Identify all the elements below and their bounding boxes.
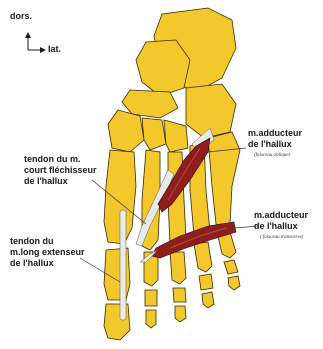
toe3-distal-phalanx xyxy=(175,306,186,322)
talus-bone xyxy=(136,40,190,96)
ehl-tendon xyxy=(120,210,126,320)
lateral-cuneiform-bone xyxy=(164,120,188,152)
orientation-axes-icon xyxy=(25,32,46,53)
adductor-transverse-sublabel: ( faisceau transverse) xyxy=(260,235,303,241)
fhb-tendon-label: tendon du m. court fléchisseur de l'hall… xyxy=(24,154,124,187)
medial-cuneiform-bone xyxy=(108,110,144,152)
adductor-oblique-label: m.adducteur de l'hallux xyxy=(248,128,320,150)
cuboid-bone xyxy=(186,84,236,138)
ehl-tendon-label: tendon du m.long extenseur de l'hallux xyxy=(10,236,106,269)
toe5-distal-phalanx xyxy=(228,276,240,290)
toe2-middle-phalanx xyxy=(145,290,157,306)
toe4-middle-phalanx xyxy=(199,274,213,290)
toe2-distal-phalanx xyxy=(146,310,156,328)
adductor-transverse-label: m.adducteur de l'hallux xyxy=(254,210,320,232)
adductor-oblique-sublabel: (faisceau oblique) xyxy=(254,153,290,159)
toe4-distal-phalanx xyxy=(202,292,214,308)
toe3-middle-phalanx xyxy=(173,288,186,302)
orientation-lateral-label: lat. xyxy=(48,44,61,54)
intermediate-cuneiform-bone xyxy=(142,118,166,150)
metatarsal-5 xyxy=(208,132,240,232)
toe3-proximal-phalanx xyxy=(170,252,186,284)
orientation-dorsal-label: dors. xyxy=(10,11,32,21)
toe4-proximal-phalanx xyxy=(194,242,212,272)
toe5-middle-phalanx xyxy=(224,260,238,274)
